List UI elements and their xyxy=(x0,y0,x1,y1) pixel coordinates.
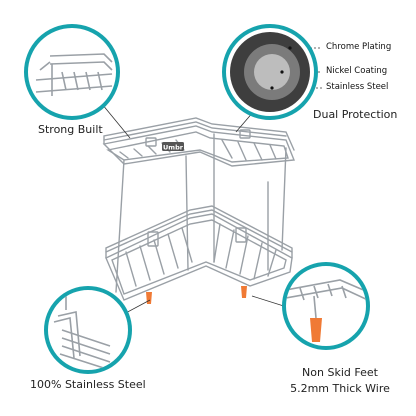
brand-badge: Umbr xyxy=(162,142,184,152)
thick-wire-label: 5.2mm Thick Wire xyxy=(290,382,390,395)
foot-closeup-icon xyxy=(310,318,322,342)
stainless-steel-layer-label: Stainless Steel xyxy=(326,82,389,92)
chrome-plating-label: Chrome Plating xyxy=(326,42,392,52)
dual-protection-label: Dual Protection xyxy=(313,108,398,121)
nickel-coating-label: Nickel Coating xyxy=(326,66,388,76)
stainless-steel-label: 100% Stainless Steel xyxy=(30,378,146,391)
corner-rack xyxy=(102,117,295,301)
rubber-feet xyxy=(146,286,247,304)
zoom-circle-stainless-steel xyxy=(44,286,132,374)
non-skid-feet-label: Non Skid Feet xyxy=(302,366,378,379)
steel-layer xyxy=(254,54,290,90)
zoom-circle-feet xyxy=(282,262,370,350)
zoom-circle-strong-built xyxy=(24,24,120,120)
coating-layers-diagram xyxy=(222,24,318,120)
strong-built-label: Strong Built xyxy=(38,123,103,136)
brand-text: Umbr xyxy=(163,144,184,152)
